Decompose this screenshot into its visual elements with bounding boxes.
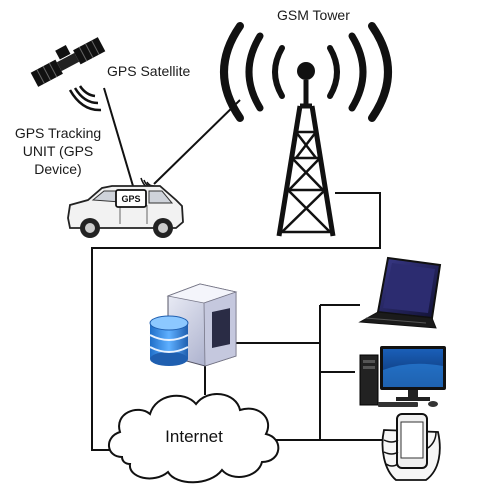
gsm-tower-label: GSM Tower: [277, 7, 350, 23]
gsm-tower-icon: [220, 22, 392, 237]
cloud-icon: Internet: [108, 392, 280, 484]
gps-device-badge: GPS: [115, 189, 147, 208]
gps-unit-label-line3: Device): [34, 161, 82, 177]
gps-unit-label-line2: UNIT (GPS: [22, 143, 94, 159]
gps-tracking-unit-label: GPS Tracking UNIT (GPS Device): [8, 124, 108, 178]
satellite-signal-icon: [68, 85, 102, 112]
connection-lines: [91, 87, 385, 451]
gps-badge-label: GPS: [121, 194, 140, 204]
tower-network-link: [91, 192, 381, 451]
gps-unit-label-line1: GPS Tracking: [14, 125, 102, 141]
satellite-car-link: [103, 87, 134, 187]
tower-car-link: [153, 99, 241, 185]
gps-satellite-label: GPS Satellite: [107, 63, 191, 79]
internet-label: Internet: [165, 427, 223, 446]
desktop-computer-icon: [359, 346, 446, 407]
laptop-icon: [358, 256, 442, 329]
smartphone-icon: [381, 413, 441, 481]
car-icon: [67, 177, 184, 238]
satellite-icon: [30, 37, 106, 87]
database-icon: [149, 315, 189, 366]
